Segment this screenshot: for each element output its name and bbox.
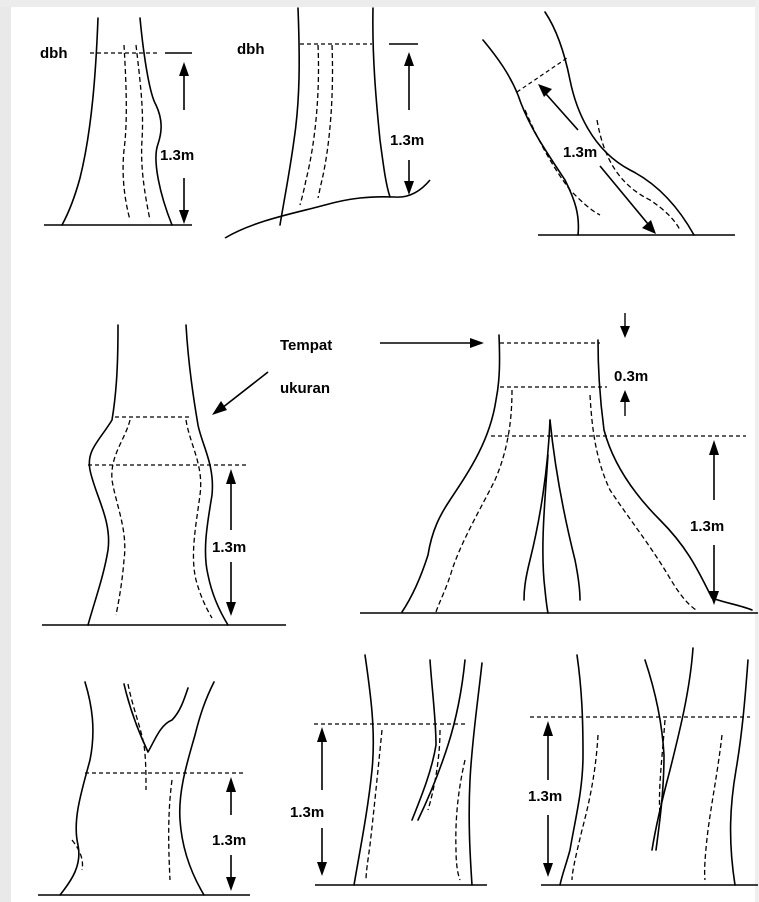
trunk-right-edge [186,325,228,625]
central-root-right [550,420,580,600]
offset-label: 0.3m [614,368,648,385]
dbh-label: dbh [40,45,68,62]
arrow-head [404,52,414,66]
tree-buttressed: 0.3m 1.3m [360,313,758,613]
pointer-arrow-head [212,401,227,415]
trunk-left-edge [60,682,93,895]
trunk-left-edge [483,40,578,235]
arrow-head [226,602,236,616]
arrow-head [709,440,719,455]
trunk-right-edge [140,18,172,225]
arrow-head [642,220,656,234]
place-label-line2: ukuran [280,380,330,397]
measure-label: 1.3m [690,518,724,535]
measure-label: 1.3m [290,804,324,821]
trunk-right-edge [180,682,214,895]
trunk-right-edge [545,12,694,235]
arrow-head [543,721,553,736]
tree-leaning: 1.3m [483,12,735,235]
trunk-right-edge [373,8,390,197]
pointer-arrow-head [470,338,484,348]
arrow-head [538,84,552,97]
slope-ground [225,180,430,238]
arrow-head [709,591,719,605]
inner-line [169,780,172,880]
tree-forked-above: 1.3m [38,682,250,895]
trunk-left-edge [560,655,583,885]
place-label-line1: Tempat [280,337,332,354]
arrow-head [404,181,414,195]
fork-right-edge [652,648,693,850]
trunk-right-edge [469,663,482,885]
measure-label: 1.3m [563,144,597,161]
trunk-left-edge [354,655,373,885]
measure-label: 1.3m [160,147,194,164]
fork-left-edge [645,660,664,850]
measure-label: 1.3m [212,539,246,556]
tree-forked-below: 1.3m [528,648,758,885]
inner-line [136,45,150,220]
arrow-head [226,469,236,484]
measure-label: 1.3m [390,132,424,149]
arrow-head [620,326,630,338]
measure-label: 1.3m [528,788,562,805]
inner-line [572,735,598,880]
tree-swollen: 1.3m Tempat ukuran [42,325,332,625]
inner-line [128,684,146,790]
arrow-head [226,777,236,792]
fork-crotch-edge [124,684,188,752]
tree-forked-low: 1.3m [290,655,487,885]
inner-line [112,420,130,615]
arrow-shaft [546,94,578,130]
arrow-head [543,863,553,877]
arrow-head [317,862,327,876]
inner-line [705,735,722,880]
central-root-left [524,420,550,600]
arrow-head [620,390,630,402]
inner-line [525,110,600,215]
inner-line [436,390,512,612]
trunk-left-edge [402,335,500,612]
arrow-head [179,62,189,76]
trunk-left-edge [280,8,299,225]
trunk-right-edge [731,660,748,885]
trunk-left-edge [88,325,118,625]
inner-line [300,45,319,205]
pointer-arrow-shaft [222,372,268,408]
measure-label: 1.3m [212,832,246,849]
arrow-head [226,877,236,891]
inner-line [366,730,382,880]
arrow-head [317,727,327,742]
arrow-head [179,210,189,224]
tree-normal: dbh 1.3m [40,18,194,225]
inner-line [123,45,130,220]
tree-on-slope: dbh 1.3m [225,8,430,238]
dbh-label: dbh [237,41,265,58]
inner-line [318,45,333,198]
inner-line [456,760,465,880]
